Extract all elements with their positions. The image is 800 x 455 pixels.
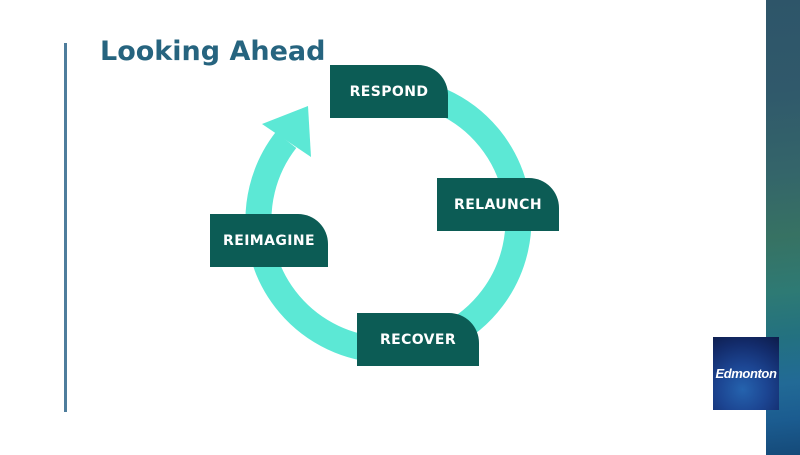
- cycle-step-respond: RESPOND: [330, 65, 448, 118]
- cycle-step-recover: RECOVER: [357, 313, 479, 366]
- slide-title: Looking Ahead: [100, 36, 326, 67]
- left-accent-line: [64, 43, 67, 412]
- edmonton-logo: Edmonton: [713, 337, 779, 410]
- edmonton-logo-text: Edmonton: [715, 366, 777, 381]
- cycle-step-label: RESPOND: [349, 83, 429, 100]
- cycle-step-label: RELAUNCH: [454, 196, 542, 213]
- cycle-step-label: RECOVER: [379, 331, 457, 348]
- cycle-step-label: REIMAGINE: [223, 232, 315, 249]
- cycle-step-reimagine: REIMAGINE: [210, 214, 328, 267]
- cycle-step-relaunch: RELAUNCH: [437, 178, 559, 231]
- cycle-arrow-head: [262, 106, 311, 157]
